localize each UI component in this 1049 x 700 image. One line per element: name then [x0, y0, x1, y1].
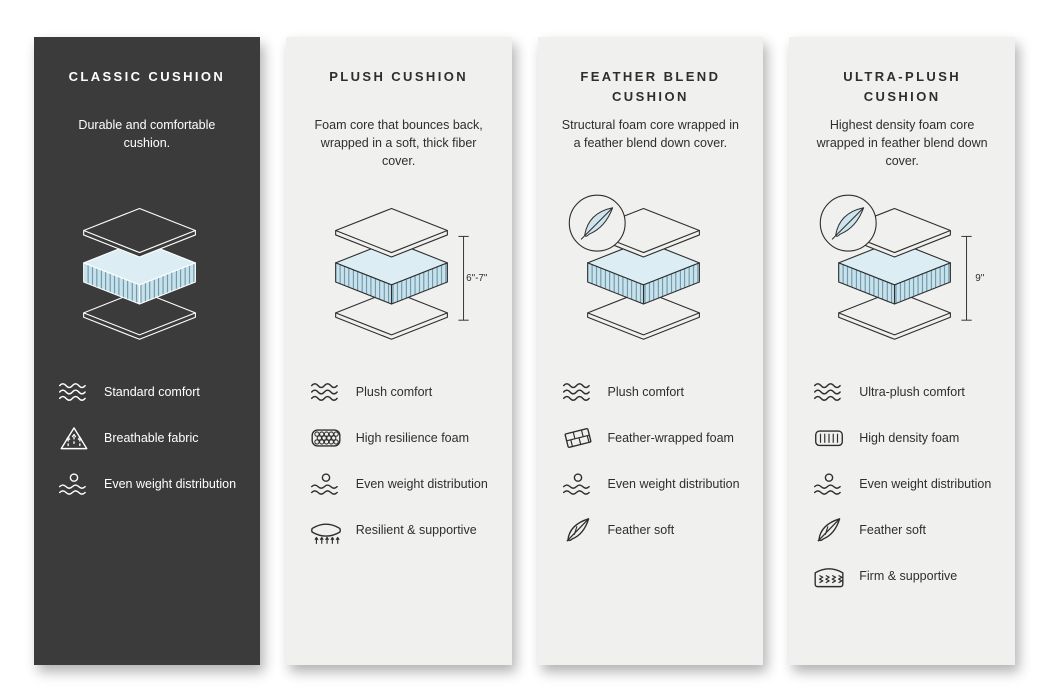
card-description: Foam core that bounces back, wrapped in …: [314, 118, 483, 168]
feature-row: Resilient & supportive: [309, 513, 491, 547]
feature-row: High density foam: [812, 421, 994, 455]
feature-list: Ultra-plush comfort High density foam Ev…: [810, 375, 994, 593]
feather-badge-icon: [568, 194, 626, 252]
feature-label: Ultra-plush comfort: [859, 384, 965, 399]
feature-label: Even weight distribution: [607, 476, 740, 491]
feather-icon: [812, 513, 846, 547]
feature-label: Plush comfort: [607, 384, 684, 399]
card-description: Durable and comfortable cushion.: [78, 118, 216, 150]
feature-label: Even weight distribution: [104, 476, 237, 491]
feather-badge-icon: [819, 194, 877, 252]
foam-core-layer: [838, 240, 952, 305]
wave-comfort-icon: [309, 375, 343, 409]
card-title: PLUSH CUSHION: [329, 69, 469, 84]
feature-label: High density foam: [859, 430, 960, 445]
cushion-layers-illustration: 6"-7": [334, 207, 488, 340]
dimension-indicator: 6"-7": [458, 235, 488, 321]
feature-row: Plush comfort: [309, 375, 491, 409]
feature-row: Even weight distribution: [812, 467, 994, 501]
feature-row: Ultra-plush comfort: [812, 375, 994, 409]
feather-icon: [561, 513, 595, 547]
dimension-label: 9": [976, 273, 986, 284]
bottom-cover-layer: [586, 290, 700, 340]
resilience-foam-icon: [309, 421, 343, 455]
feature-label: Standard comfort: [104, 384, 200, 399]
card-title: ULTRA-PLUSH CUSHION: [843, 69, 962, 104]
wave-comfort-icon: [57, 375, 91, 409]
card-feather-blend-cushion: FEATHER BLEND CUSHION Structural foam co…: [537, 37, 764, 665]
card-description: Structural foam core wrapped in a feathe…: [561, 118, 739, 150]
bottom-cover-layer: [334, 290, 448, 340]
foam-core-layer: [334, 240, 448, 305]
even-weight-icon: [812, 467, 846, 501]
foam-core-layer: [83, 240, 196, 305]
feature-row: High resilience foam: [309, 421, 491, 455]
coil-icon: [812, 559, 846, 593]
wave-comfort-icon: [812, 375, 846, 409]
feature-list: Plush comfort High resilience foam Even …: [307, 375, 491, 547]
feature-row: Even weight distribution: [57, 467, 239, 501]
card-ultra-plush-cushion: ULTRA-PLUSH CUSHION Highest density foam…: [789, 37, 1015, 665]
feature-row: Plush comfort: [561, 375, 743, 409]
bottom-cover-layer: [838, 290, 952, 340]
feature-row: Feather soft: [812, 513, 994, 547]
even-weight-icon: [561, 467, 595, 501]
top-cover-layer: [83, 207, 196, 258]
wave-comfort-icon: [561, 375, 595, 409]
feature-list: Standard comfort Breathable fabric Even …: [55, 375, 239, 501]
dimension-label: 6"-7": [466, 273, 488, 284]
card-plush-cushion: PLUSH CUSHION Foam core that bounces bac…: [285, 37, 512, 665]
density-foam-icon: [812, 421, 846, 455]
card-title: FEATHER BLEND CUSHION: [580, 69, 721, 104]
feature-label: Resilient & supportive: [355, 522, 477, 537]
feature-label: Feather soft: [859, 522, 926, 537]
even-weight-icon: [309, 467, 343, 501]
feature-list: Plush comfort Feather-wrapped foam Even …: [559, 375, 743, 547]
card-description: Highest density foam core wrapped in fea…: [816, 118, 988, 168]
brick-foam-icon: [561, 421, 595, 455]
bottom-cover-layer: [83, 290, 196, 340]
cushion-diagram: [559, 187, 743, 349]
cushion-diagram: 9": [810, 187, 994, 349]
feature-row: Feather soft: [561, 513, 743, 547]
feature-label: Even weight distribution: [859, 476, 992, 491]
foam-core-layer: [586, 240, 700, 305]
dimension-indicator: 9": [961, 235, 986, 321]
feature-row: Feather-wrapped foam: [561, 421, 743, 455]
feature-label: Breathable fabric: [104, 430, 199, 445]
feature-label: Firm & supportive: [859, 568, 958, 583]
card-title: CLASSIC CUSHION: [68, 69, 226, 84]
even-weight-icon: [57, 467, 91, 501]
feature-row: Even weight distribution: [561, 467, 743, 501]
feature-row: Even weight distribution: [309, 467, 491, 501]
cushion-diagram: 6"-7": [307, 187, 491, 349]
card-classic-cushion: CLASSIC CUSHION Durable and comfortable …: [34, 37, 260, 665]
cushion-layers-illustration: [83, 207, 196, 340]
feature-row: Firm & supportive: [812, 559, 994, 593]
feature-label: Even weight distribution: [355, 476, 488, 491]
springs-icon: [309, 513, 343, 547]
cushion-layers-illustration: 9": [819, 194, 986, 340]
feature-label: Plush comfort: [355, 384, 433, 399]
feature-label: Feather-wrapped foam: [607, 430, 734, 445]
cushion-diagram: [55, 187, 239, 349]
feature-row: Breathable fabric: [57, 421, 239, 455]
top-cover-layer: [334, 207, 448, 258]
breathable-fabric-icon: [57, 421, 91, 455]
feature-row: Standard comfort: [57, 375, 239, 409]
feature-label: High resilience foam: [355, 430, 469, 445]
feature-label: Feather soft: [607, 522, 675, 537]
cushion-layers-illustration: [568, 194, 700, 340]
